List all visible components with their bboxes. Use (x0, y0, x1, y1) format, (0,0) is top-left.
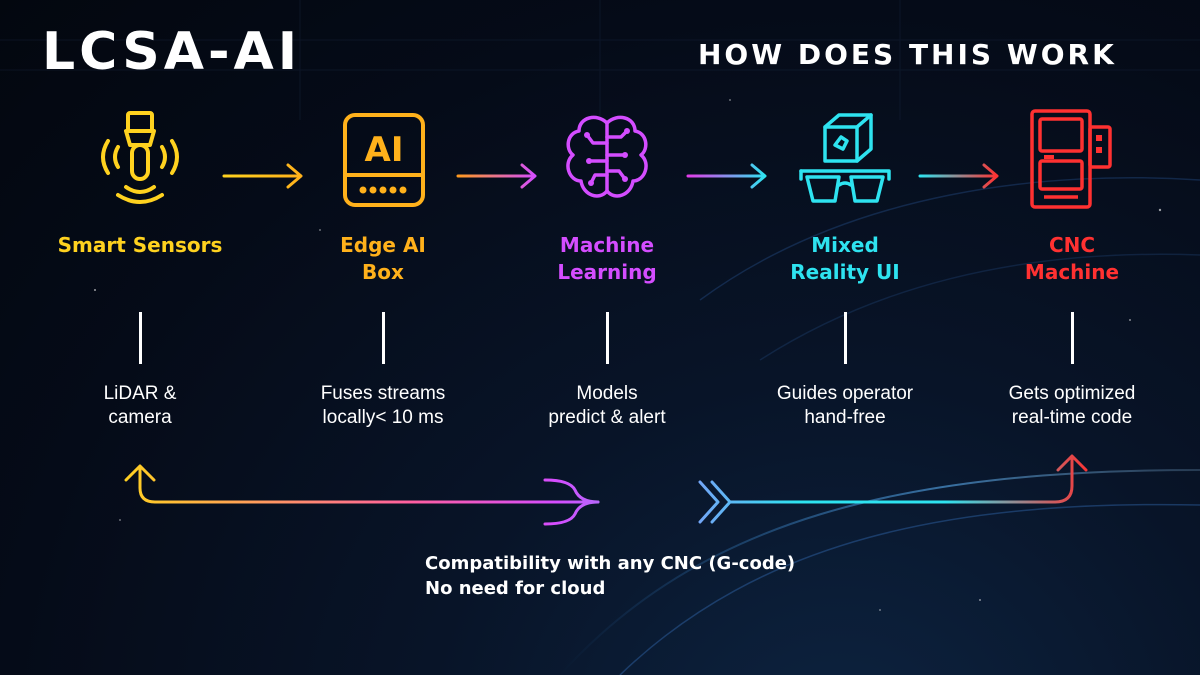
sensor-icon (101, 111, 179, 204)
step-label: Mixed Reality UI (790, 233, 900, 284)
connector-line (382, 312, 385, 364)
step-label: Smart Sensors (57, 233, 223, 257)
svg-text:AI: AI (365, 130, 404, 170)
connector-line (844, 312, 847, 364)
page-title: LCSA-AI (42, 22, 302, 82)
step-description: Models predict & alert (548, 383, 666, 428)
flow-arrow-1 (222, 163, 303, 189)
connector-line (139, 312, 142, 364)
step-description: Guides operator hand-free (776, 383, 914, 428)
footer-note: Compatibility with any CNC (G-code) No n… (425, 551, 795, 601)
brain-icon (566, 115, 648, 198)
flow-arrow-3 (686, 163, 767, 189)
connector-line (606, 312, 609, 364)
footer-line-cloud: No need for cloud (425, 578, 606, 599)
page-subtitle: HOW DOES THIS WORK (698, 38, 1117, 71)
step-description: Gets optimized real-time code (1008, 383, 1136, 428)
step-label: CNC Machine (1024, 233, 1120, 284)
vr-headset-icon (799, 113, 891, 203)
step-label: Machine Learning (557, 233, 657, 284)
feedback-loop-arrow (124, 454, 1088, 526)
cnc-machine-icon (1030, 109, 1112, 209)
ai-box-icon: AI (343, 113, 425, 207)
step-description: LiDAR & camera (103, 383, 177, 428)
flow-arrow-2 (456, 163, 537, 189)
footer-line-compatibility: Compatibility with any CNC (G-code) (425, 553, 796, 574)
connector-line (1071, 312, 1074, 364)
step-label: Edge AI Box (340, 233, 426, 284)
flow-arrow-4 (918, 163, 999, 189)
step-description: Fuses streams locally< 10 ms (320, 383, 446, 428)
